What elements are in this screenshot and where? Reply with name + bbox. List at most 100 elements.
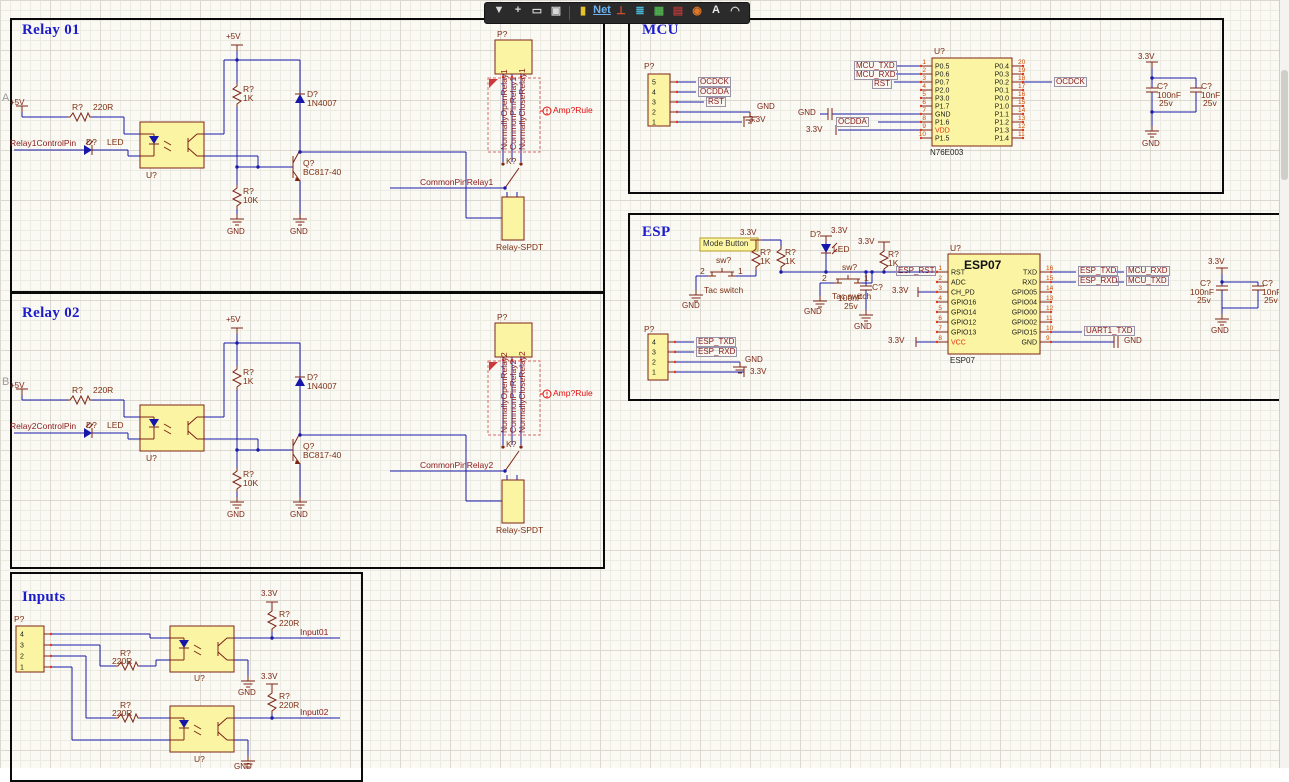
vertical-scrollbar[interactable] xyxy=(1279,0,1289,768)
mcu-ocdda-12[interactable]: OCDDA xyxy=(836,117,869,127)
relay02-r-7[interactable]: R? xyxy=(72,385,83,395)
component-icon[interactable]: ▮ xyxy=(579,5,587,17)
esp-25v-26[interactable]: 25v xyxy=(844,301,858,311)
image-icon[interactable]: ▦ xyxy=(653,5,665,17)
esp-25v-44[interactable]: 25v xyxy=(1264,295,1278,305)
relay01-10k-16[interactable]: 10K xyxy=(243,195,259,205)
inputs-p-1[interactable]: P? xyxy=(14,614,25,624)
relay02-10k-16[interactable]: 10K xyxy=(243,478,259,488)
esp-esp-0[interactable]: ESP xyxy=(642,224,671,240)
esp-chip-esp07[interactable]: ESP07RST1ADC2CH_PD3GPIO164GPIO145GPIO126… xyxy=(935,253,1054,355)
relay01-220r-8[interactable]: 220R xyxy=(93,102,114,112)
esp-100nf-40[interactable]: 100nF xyxy=(1190,287,1215,297)
inputs-circuit[interactable] xyxy=(44,601,340,768)
esp-gnd-45[interactable]: GND xyxy=(1211,326,1229,335)
no-erc-icon[interactable]: ◉ xyxy=(692,5,702,17)
relay02-relay-02-0[interactable]: Relay 02 xyxy=(22,305,80,321)
vertical-scrollbar-thumb[interactable] xyxy=(1281,70,1288,180)
esp-2-3[interactable]: 2 xyxy=(700,266,705,276)
relay02-u-12[interactable]: U? xyxy=(146,453,157,463)
relay01-amp-rule-23[interactable]: Amp?Rule xyxy=(553,105,593,115)
esp-r-21[interactable]: R? xyxy=(888,249,899,259)
mcu-3-3v-13[interactable]: 3.3V xyxy=(806,125,823,134)
esp-3-3v-13[interactable]: 3.3V xyxy=(831,226,848,235)
inputs-220r-15[interactable]: 220R xyxy=(279,700,300,710)
esp-3-3v-38[interactable]: 3.3V xyxy=(1208,257,1225,266)
inputs-input02-16[interactable]: Input02 xyxy=(300,707,329,717)
esp-uart1-txd-36[interactable]: UART1_TXD xyxy=(1084,326,1135,336)
esp-3-3v-50[interactable]: 3.3V xyxy=(750,367,767,376)
mcu-3-3v-6[interactable]: 3.3V xyxy=(749,115,766,124)
esp-2-16[interactable]: 2 xyxy=(822,273,827,283)
relay01-r-15[interactable]: R? xyxy=(243,186,254,196)
inputs-gnd-17[interactable]: GND xyxy=(234,762,252,771)
esp-gnd-19[interactable]: GND xyxy=(804,307,822,316)
relay02-5v-6[interactable]: +5V xyxy=(10,381,25,390)
selection-rect-icon[interactable]: ▭ xyxy=(531,5,543,17)
relay01-q-13[interactable]: Q? xyxy=(303,158,315,168)
relay01-relay-01-0[interactable]: Relay 01 xyxy=(22,22,80,38)
mcu-mcu-0[interactable]: MCU xyxy=(642,22,679,38)
esp-c-42[interactable]: C? xyxy=(1262,278,1273,288)
esp-mcu-rxd-34[interactable]: MCU_RXD xyxy=(1126,266,1170,276)
esp-esp-rxd-48[interactable]: ESP_RXD xyxy=(696,347,738,357)
esp-circuit[interactable] xyxy=(668,235,1265,378)
relay01-k-25[interactable]: K? xyxy=(506,156,517,166)
esp-1k-22[interactable]: 1K xyxy=(888,258,899,268)
mcu-circuit[interactable] xyxy=(670,61,1203,138)
esp-1k-11[interactable]: 1K xyxy=(785,256,796,266)
relay01-d-10[interactable]: D? xyxy=(86,137,97,147)
inputs-3-3v-6[interactable]: 3.3V xyxy=(261,589,278,598)
mcu-100nf-18[interactable]: 100nF xyxy=(1157,90,1182,100)
esp-1-17[interactable]: 1 xyxy=(864,273,869,283)
bom-icon[interactable]: ▤ xyxy=(672,5,684,17)
esp-25v-41[interactable]: 25v xyxy=(1197,295,1211,305)
relay02-1n4007-5[interactable]: 1N4007 xyxy=(307,381,337,391)
relay01-gnd-18[interactable]: GND xyxy=(290,227,308,236)
inputs-220r-11[interactable]: 220R xyxy=(112,708,133,718)
inputs-220r-3[interactable]: 220R xyxy=(112,656,133,666)
mcu-3-3v-16[interactable]: 3.3V xyxy=(1138,52,1155,61)
relay01-p-19[interactable]: P? xyxy=(497,29,508,39)
esp-led-14[interactable]: LED xyxy=(833,244,850,254)
esp-gnd-37[interactable]: GND xyxy=(1124,336,1142,345)
relay01-relay1controlpin-9[interactable]: Relay1ControlPin xyxy=(10,138,77,148)
esp-esp-txd-47[interactable]: ESP_TXD xyxy=(696,337,737,347)
esp-100nf-25[interactable]: 100nF xyxy=(838,293,863,303)
mcu-gnd-23[interactable]: GND xyxy=(1142,139,1160,148)
esp-c-39[interactable]: C? xyxy=(1200,278,1211,288)
esp-r-8[interactable]: R? xyxy=(760,247,771,257)
mcu-gnd-11[interactable]: GND xyxy=(798,108,816,117)
relay02-gnd-18[interactable]: GND xyxy=(290,510,308,519)
inputs-input01-9[interactable]: Input01 xyxy=(300,627,329,637)
mcu-n76e003-14[interactable]: N76E003 xyxy=(930,148,964,157)
mcu-25v-22[interactable]: 25v xyxy=(1203,98,1217,108)
relay01-bc817-40-14[interactable]: BC817-40 xyxy=(303,167,342,177)
esp-3-3v-20[interactable]: 3.3V xyxy=(858,237,875,246)
relay02-led-11[interactable]: LED xyxy=(107,420,124,430)
mcu-gnd-5[interactable]: GND xyxy=(757,102,775,111)
net-label-tool[interactable]: Net xyxy=(593,4,611,16)
relay01-r-2[interactable]: R? xyxy=(243,84,254,94)
esp-esp07-30[interactable]: ESP07 xyxy=(950,356,975,365)
mcu-25v-19[interactable]: 25v xyxy=(1159,98,1173,108)
relay02-bc817-40-14[interactable]: BC817-40 xyxy=(303,450,342,460)
esp-c-24[interactable]: C? xyxy=(872,282,883,292)
relay02-block-border[interactable] xyxy=(10,292,605,569)
relay01-1k-3[interactable]: 1K xyxy=(243,93,254,103)
relay01-commonpinrelay1-24[interactable]: CommonPinRelay1 xyxy=(420,177,494,187)
mcu-u-7[interactable]: U? xyxy=(934,46,945,56)
inputs-r-10[interactable]: R? xyxy=(120,700,131,710)
relay01-r-7[interactable]: R? xyxy=(72,102,83,112)
esp-r-10[interactable]: R? xyxy=(785,247,796,257)
relay01-led-11[interactable]: LED xyxy=(107,137,124,147)
inputs-u-4[interactable]: U? xyxy=(194,673,205,683)
mcu-block-border[interactable] xyxy=(628,18,1224,194)
esp-sw-15[interactable]: sw? xyxy=(842,262,858,272)
mcu-ocdda-3[interactable]: OCDDA xyxy=(698,87,731,97)
esp-d-12[interactable]: D? xyxy=(810,229,821,239)
relay02-normallycloserelay2-22[interactable]: NormallyCloseRelay2 xyxy=(517,351,527,433)
esp-sw-2[interactable]: sw? xyxy=(716,255,732,265)
